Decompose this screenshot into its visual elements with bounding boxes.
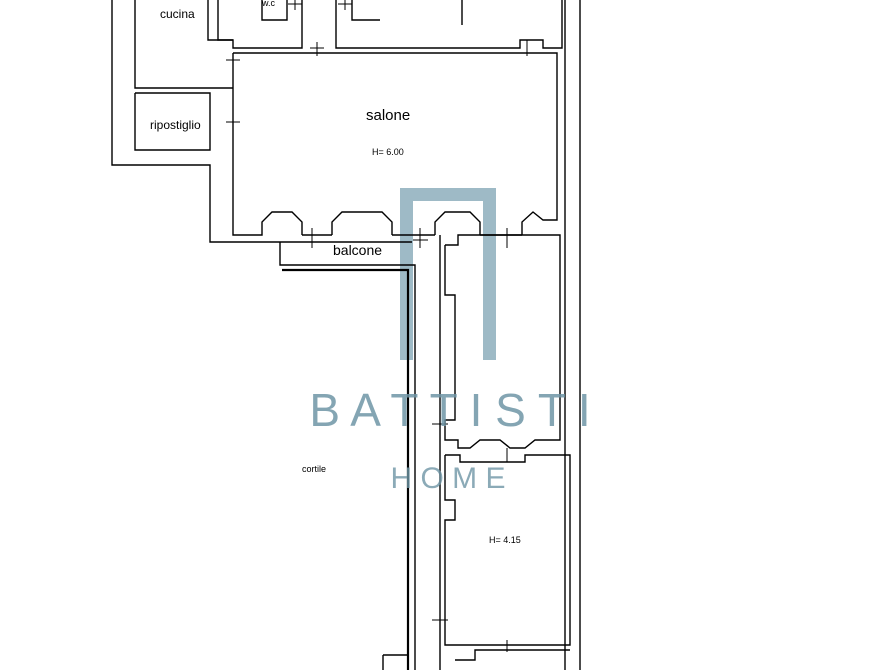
area-label-cortile: cortile [302, 464, 326, 474]
top-rooms-walls [217, 0, 563, 49]
room-label-ripostiglio: ripostiglio [150, 118, 201, 132]
room-label-wc: w.c [261, 0, 276, 8]
room-label-salone: salone [366, 107, 410, 124]
watermark-mark [400, 188, 496, 360]
left-wing-walls [111, 0, 280, 243]
right-rooms-walls [382, 234, 571, 670]
watermark-sub: H O M E [390, 462, 505, 495]
watermark-brand: B A T T I S T I [309, 384, 590, 436]
opening-marks [226, 0, 528, 652]
salone-walls [232, 52, 558, 236]
watermark-logo [400, 188, 496, 360]
room-label-balcone: balcone [333, 242, 382, 258]
room-label-cucina: cucina [160, 7, 195, 21]
outer-wall-right [564, 0, 581, 670]
room-height-right: H= 4.15 [489, 535, 521, 545]
balcone-walls [279, 241, 416, 670]
room-height-salone: H= 6.00 [372, 147, 404, 157]
